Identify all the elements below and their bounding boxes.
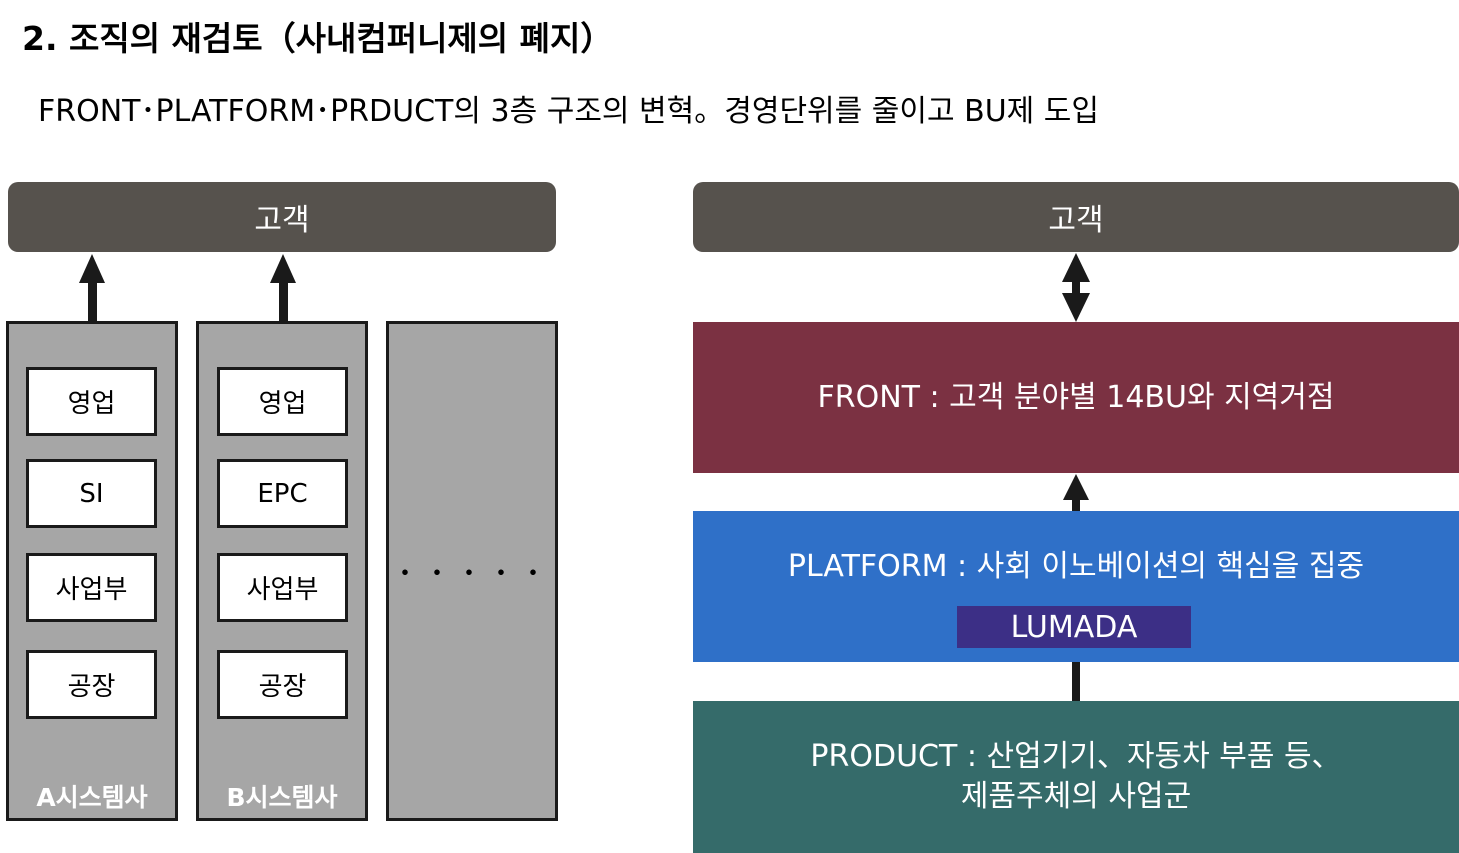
customer-front-up-arrow	[1062, 253, 1090, 282]
product-layer: PRODUCT : 산업기기、자동차 부품 등、 제품주체의 사업군	[693, 701, 1459, 853]
column-b-stage-business-unit: 사업부	[217, 553, 348, 622]
product-layer-line-1: PRODUCT : 산업기기、자동차 부품 등、	[810, 739, 1342, 774]
column-a-stage-si: SI	[26, 459, 157, 528]
column-a-up-arrow	[79, 254, 105, 283]
page-subtitle: FRONT･PLATFORM･PRDUCT의 3층 구조의 변혁。경영단위를 줄…	[38, 94, 1099, 129]
front-layer-text: FRONT : 고객 분야별 14BU와 지역거점	[817, 379, 1335, 415]
platform-layer-text: PLATFORM : 사회 이노베이션의 핵심을 집중	[787, 549, 1365, 584]
more-ellipsis: ・・・・・	[391, 559, 552, 589]
column-b-stage-factory: 공장	[217, 650, 348, 719]
lumada-badge: LUMADA	[957, 606, 1191, 648]
product-layer-line-2: 제품주체의 사업군	[960, 779, 1192, 814]
customer-front-down-arrow	[1062, 293, 1090, 322]
column-a-label: A시스템사	[36, 783, 148, 812]
column-b-stage-epc: EPC	[217, 459, 348, 528]
before-customer-label: 고객	[254, 203, 310, 238]
column-a-stage-sales: 영업	[26, 367, 157, 436]
front-layer: FRONT : 고객 분야별 14BU와 지역거점	[693, 322, 1459, 473]
column-a-stage-factory: 공장	[26, 650, 157, 719]
page-title: 2. 조직의 재검토（사내컴퍼니제의 폐지）	[22, 19, 614, 58]
platform-front-up-arrow	[1063, 474, 1089, 500]
column-b-stage-sales: 영업	[217, 367, 348, 436]
platform-front-connector-line	[1072, 494, 1080, 512]
customer-front-connector-line	[1072, 278, 1080, 298]
after-customer-bar: 고객	[693, 182, 1459, 252]
column-b-up-arrow	[270, 254, 296, 283]
product-platform-connector-line	[1072, 661, 1080, 703]
before-customer-bar: 고객	[8, 182, 556, 252]
column-a-stage-business-unit: 사업부	[26, 553, 157, 622]
after-customer-label: 고객	[1048, 203, 1104, 238]
column-b-label: B시스템사	[226, 783, 338, 812]
column-more	[386, 321, 558, 821]
